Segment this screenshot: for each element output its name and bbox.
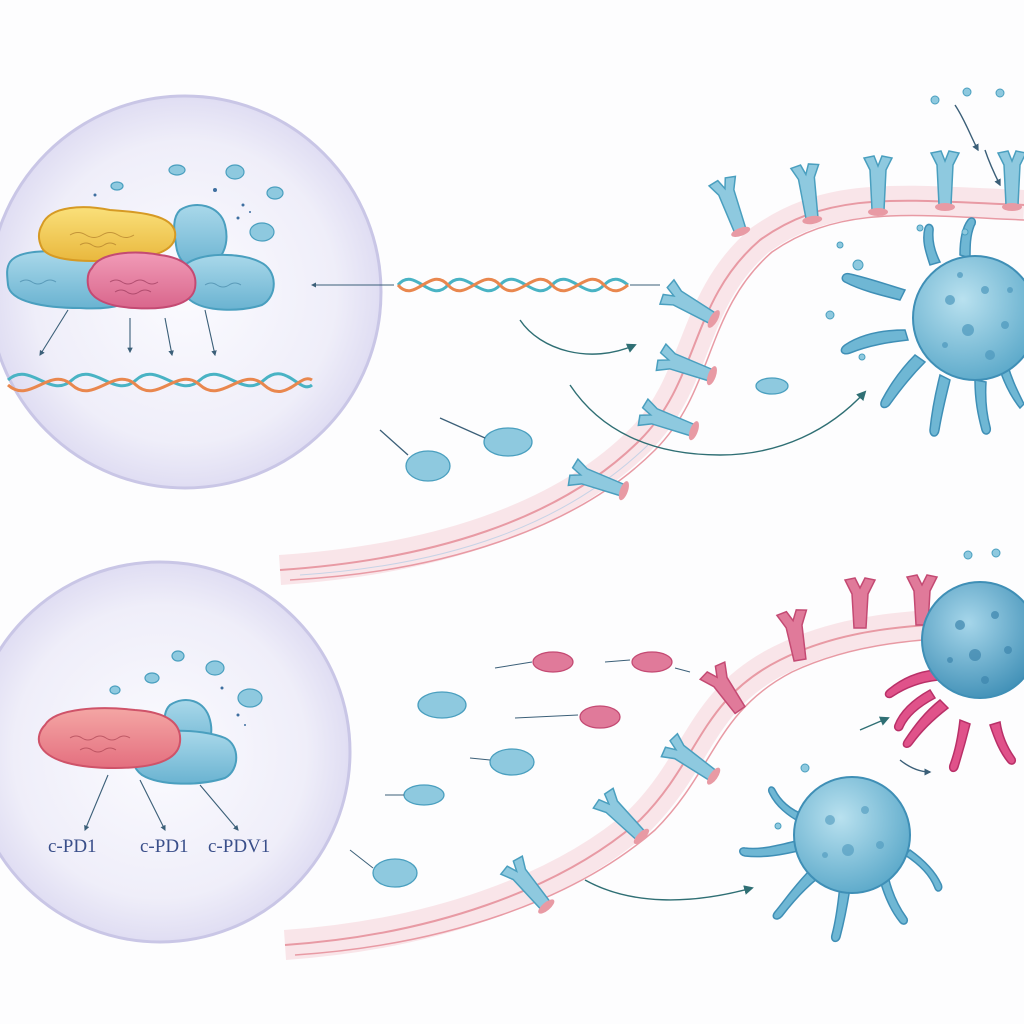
receptor-icon — [905, 574, 939, 626]
top-droplets — [825, 87, 1005, 361]
top-receptors — [567, 150, 1024, 501]
receptor-icon — [929, 150, 961, 211]
receptor-icon — [843, 577, 877, 629]
bottom-protein-complex: c-PD1 c-PD1 c-PDV1 — [37, 650, 270, 857]
receptor-icon — [660, 732, 721, 785]
bottom-blue-receptors — [499, 732, 721, 914]
receptor-icon — [775, 609, 808, 662]
receptor-icon — [707, 175, 751, 237]
receptor-icon — [698, 660, 746, 715]
receptor-icon — [658, 278, 720, 328]
gene-label-2: c-PD1 — [140, 836, 189, 857]
receptor-icon — [592, 787, 650, 845]
receptor-icon — [862, 155, 894, 216]
receptor-icon — [655, 342, 717, 386]
receptor-icon — [499, 855, 555, 914]
receptor-icon — [567, 457, 629, 501]
top-protein-complex — [6, 164, 313, 394]
bottom-pink-receptors — [698, 574, 939, 715]
top-drifting-proteins — [379, 377, 789, 482]
gene-label-1: c-PD1 — [48, 836, 97, 857]
receptor-icon — [637, 397, 699, 441]
bottom-arrows — [584, 716, 932, 901]
gene-label-3: c-PDV1 — [208, 836, 270, 857]
bottom-activated-cell — [884, 548, 1024, 773]
top-membrane — [278, 185, 1024, 585]
top-immune-cell — [840, 217, 1024, 437]
top-dna-strand — [311, 277, 660, 293]
receptor-icon — [996, 150, 1024, 211]
top-arrows — [519, 104, 1001, 456]
receptor-icon — [789, 163, 823, 225]
bottom-drifting-proteins — [349, 651, 691, 888]
bottom-immune-cell — [739, 763, 943, 943]
